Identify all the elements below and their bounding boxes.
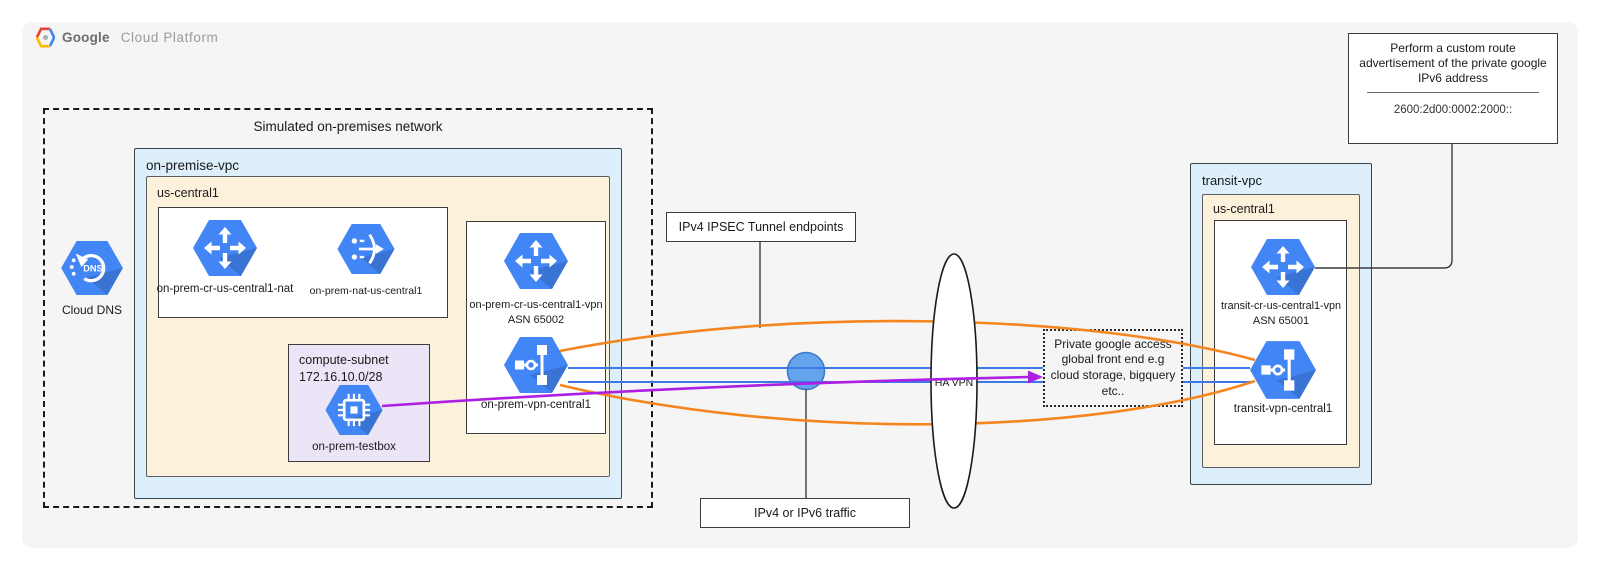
transit-vpn-gateway-icon bbox=[1250, 341, 1316, 404]
pga-label: Private google access global front end e… bbox=[1050, 336, 1176, 398]
compute-engine-icon bbox=[325, 385, 383, 440]
onprem-vpn-router-label: on-prem-cr-us-central1-vpn bbox=[469, 299, 603, 311]
ipsec-endpoints-label-box: IPv4 IPSEC Tunnel endpoints bbox=[666, 212, 856, 242]
cloud-router-icon bbox=[193, 220, 257, 281]
traffic-label-box: IPv4 or IPv6 traffic bbox=[700, 498, 910, 528]
transit-region-label: us-central1 bbox=[1213, 202, 1275, 216]
svg-text:DNS: DNS bbox=[83, 263, 102, 273]
onprem-vpn-gateway-icon bbox=[504, 337, 568, 398]
gcp-logo: Google Cloud Platform bbox=[36, 27, 218, 48]
onprem-vpc-label: on-premise-vpc bbox=[146, 158, 240, 173]
transit-router-icon bbox=[1251, 239, 1315, 300]
transit-router-asn: ASN 65001 bbox=[1252, 315, 1310, 327]
onprem-container-label: Simulated on-premises network bbox=[253, 119, 443, 134]
cloud-dns-label: Cloud DNS bbox=[61, 303, 123, 317]
onprem-vpn-router-icon bbox=[504, 233, 568, 294]
cloud-dns-icon: DNS bbox=[61, 241, 123, 300]
callout-divider bbox=[1367, 92, 1539, 93]
callout-text: Perform a custom route advertisement of … bbox=[1359, 41, 1547, 85]
callout-address: 2600:2d00:0002:2000:: bbox=[1393, 104, 1513, 116]
onprem-region-label: us-central1 bbox=[157, 186, 219, 200]
compute-subnet-cidr: 172.16.10.0/28 bbox=[299, 370, 383, 384]
onprem-router-nat-label: on-prem-cr-us-central1-nat bbox=[156, 283, 294, 295]
onprem-vpn-router-asn: ASN 65002 bbox=[507, 314, 565, 326]
onprem-vpn-gateway-label: on-prem-vpn-central1 bbox=[481, 399, 591, 411]
transit-router-label: transit-cr-us-central1-vpn bbox=[1221, 300, 1341, 312]
pga-box: Private google access global front end e… bbox=[1043, 329, 1183, 407]
traffic-label: IPv4 or IPv6 traffic bbox=[754, 506, 856, 520]
callout-box: Perform a custom route advertisement of … bbox=[1348, 33, 1558, 144]
transit-vpn-gateway-label: transit-vpn-central1 bbox=[1233, 403, 1333, 415]
transit-vpc-label: transit-vpc bbox=[1202, 173, 1262, 188]
onprem-testbox-label: on-prem-testbox bbox=[312, 441, 396, 453]
compute-subnet-name: compute-subnet bbox=[299, 353, 389, 367]
gcp-logo-text-rest: Cloud Platform bbox=[120, 30, 219, 45]
gcp-logo-text-google: Google bbox=[62, 30, 110, 45]
onprem-dashed-container bbox=[43, 108, 653, 508]
onprem-nat-label: on-prem-nat-us-central1 bbox=[309, 285, 423, 297]
cloud-nat-icon bbox=[337, 224, 395, 279]
ipsec-endpoints-label: IPv4 IPSEC Tunnel endpoints bbox=[678, 220, 844, 234]
gcp-logo-icon bbox=[36, 27, 55, 48]
